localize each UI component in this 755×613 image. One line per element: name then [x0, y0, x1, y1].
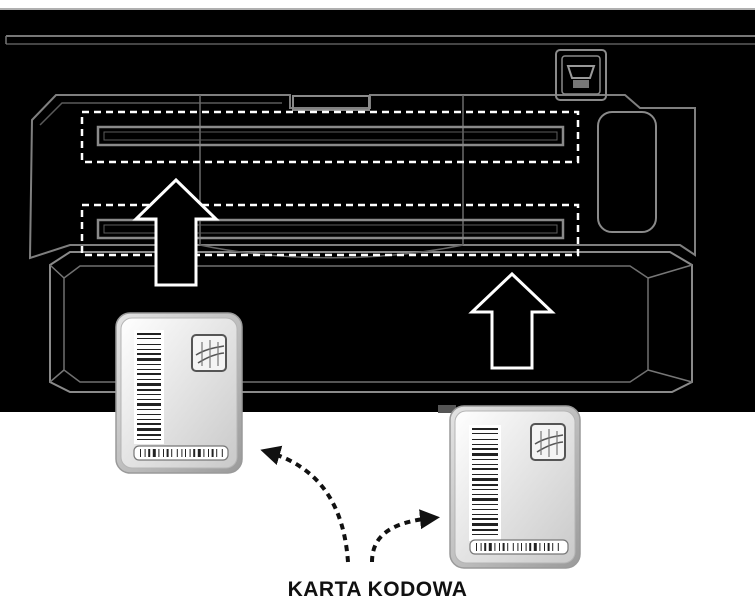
curved-arrow-right-icon	[370, 509, 440, 563]
insert-arrow-left-icon	[132, 177, 220, 287]
caption-label: KARTA KODOWA	[287, 578, 468, 601]
barcode-icon	[469, 425, 501, 541]
lock-icon	[555, 49, 607, 101]
slot-highlight-upper	[80, 110, 580, 164]
card-slot-lower[interactable]	[80, 203, 580, 257]
device-panel	[0, 8, 755, 413]
insert-arrow-right-icon	[468, 271, 556, 370]
code-card-left[interactable]	[115, 312, 243, 474]
barcode-icon	[134, 330, 164, 444]
chip-icon	[191, 334, 227, 372]
code-card-right[interactable]	[449, 405, 581, 569]
card-slot-upper[interactable]	[80, 110, 580, 164]
curved-arrow-left-icon	[260, 445, 350, 563]
chip-icon	[530, 423, 566, 461]
slot-highlight-lower	[80, 203, 580, 257]
barcode-bottom-icon	[133, 445, 229, 461]
barcode-bottom-icon	[469, 539, 569, 555]
